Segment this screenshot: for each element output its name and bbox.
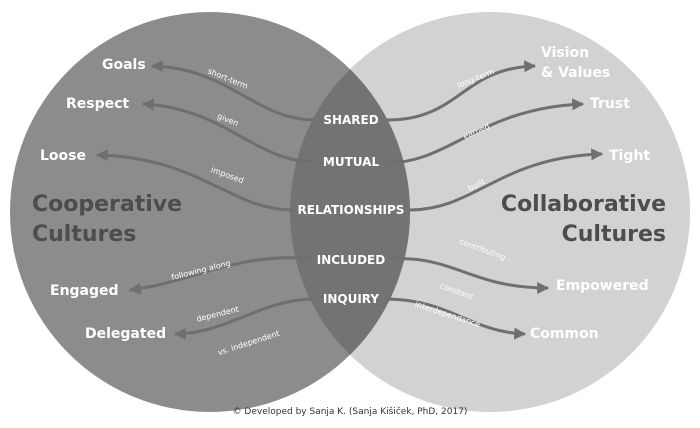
arrow-inquiry-delegated: [173, 297, 317, 340]
respect-label: Respect: [66, 96, 129, 112]
arrow-relationships-loose: [95, 149, 294, 212]
loose-label: Loose: [40, 148, 86, 164]
cooperative-title-line1: Cooperative: [32, 192, 182, 217]
arrow-mutual-trust: [386, 98, 585, 165]
arrow-inquiry-common: [384, 297, 527, 340]
tight-label: Tight: [609, 148, 650, 164]
arrow-included-engaged: [128, 256, 313, 295]
right-circle: [290, 12, 690, 412]
empowered-label: Empowered: [556, 278, 649, 294]
arrow-mutual-respect: [141, 98, 316, 164]
engaged-label: Engaged: [50, 283, 119, 299]
cooperative-title-line2: Cultures: [32, 222, 136, 247]
collaborative-title-line2: Cultures: [562, 222, 666, 247]
goals-label: Goals: [102, 57, 146, 73]
credit-line: © Developed by Sanja K. (Sanja Kišiček, …: [233, 406, 468, 417]
left-circle: [10, 12, 410, 412]
center-included: INCLUDED: [317, 253, 385, 267]
values-label: & Values: [541, 65, 610, 81]
center-inquiry: INQUIRY: [323, 292, 380, 306]
vision-label: Vision: [541, 45, 589, 61]
delegated-label: Delegated: [85, 326, 166, 342]
arrow-shared-vision: [386, 60, 537, 122]
arrow-included-empowered: [389, 257, 550, 294]
arrow-shared-goals: [150, 60, 316, 122]
center-relationships: RELATIONSHIPS: [298, 203, 405, 217]
trust-label: Trust: [590, 96, 630, 112]
arrow-relationships-tight: [409, 148, 604, 212]
center-shared: SHARED: [323, 113, 378, 127]
common-label: Common: [530, 326, 599, 342]
collaborative-title-line1: Collaborative: [501, 192, 666, 217]
center-mutual: MUTUAL: [323, 155, 380, 169]
